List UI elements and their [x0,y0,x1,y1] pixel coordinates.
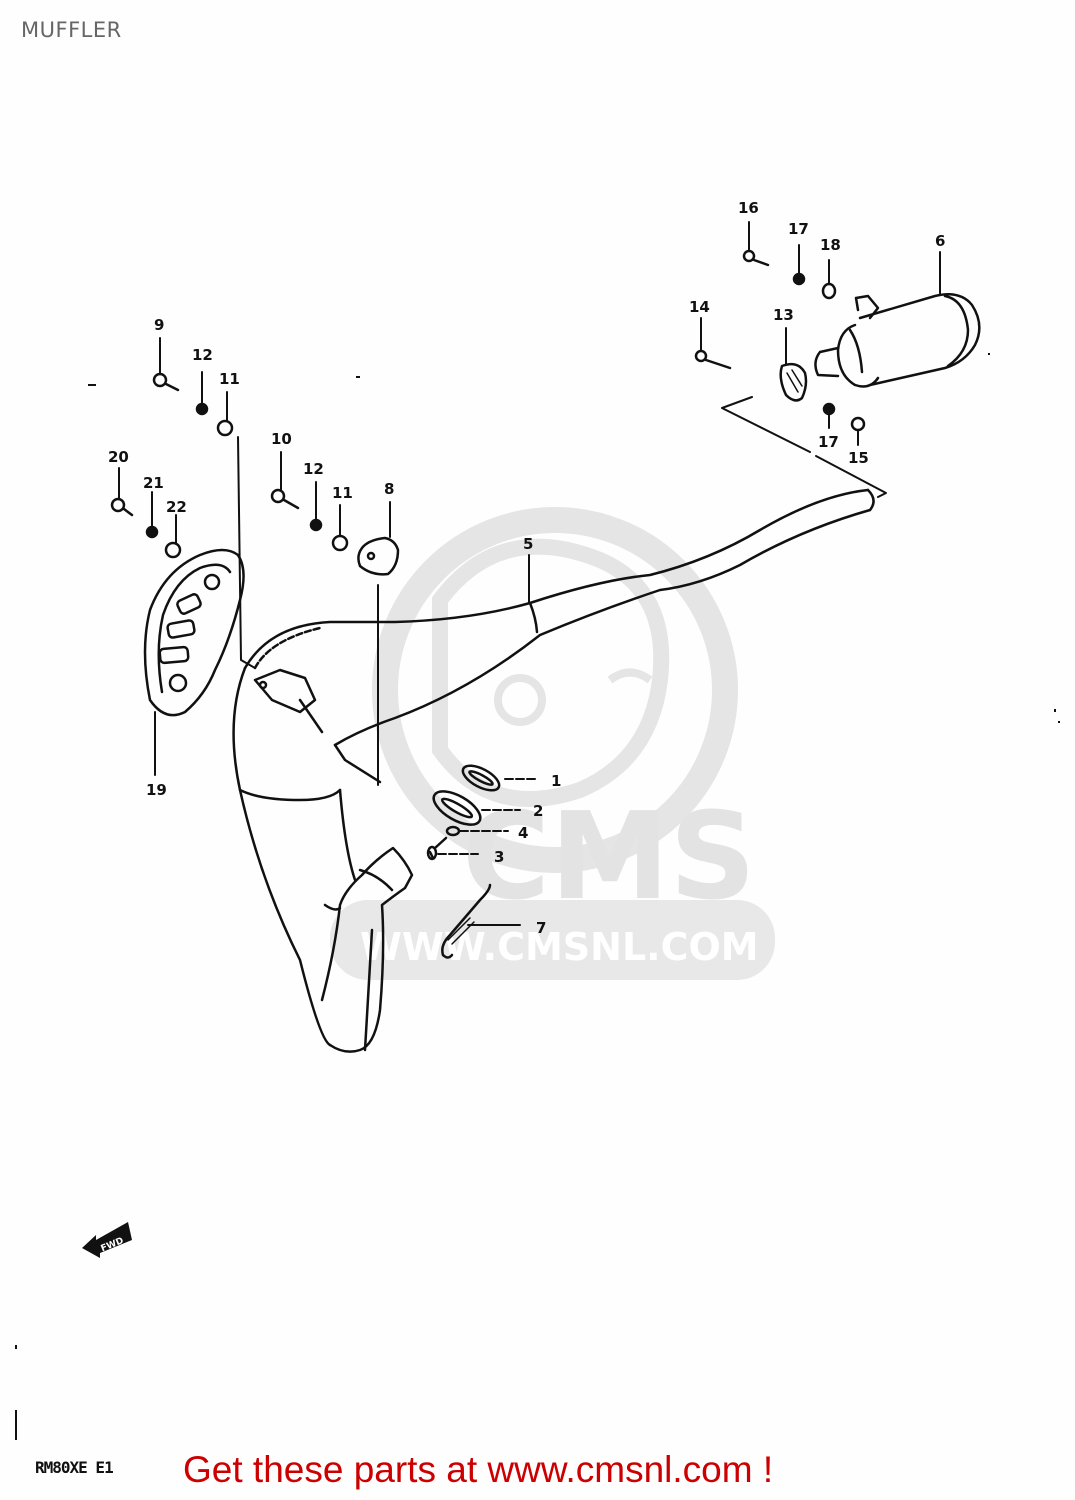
nut-part-17-top [792,272,806,286]
callout-4: 4 [518,824,528,842]
model-code: RM80XE E1 [35,1458,114,1477]
nut-part-17-bottom [822,402,836,416]
callout-17b: 17 [818,433,839,451]
callout-12b: 12 [303,460,324,478]
gasket-part-1 [461,764,501,792]
bolt-part-20 [110,497,134,517]
silencer-part-6 [814,293,981,388]
washer-part-11b [331,534,349,552]
clamp-part-13 [779,362,808,402]
gasket-part-2 [432,790,482,826]
callout-12a: 12 [192,346,213,364]
callout-labels: 1 2 3 4 5 6 7 8 9 10 11 11 12 12 13 14 1… [108,199,945,937]
expansion-chamber-part-5 [232,488,875,1053]
callout-22: 22 [166,498,187,516]
front-direction-arrow-icon: FWD [82,1222,132,1258]
heat-shield-part-19 [143,548,245,717]
nut-part-12a [195,402,209,416]
callout-14: 14 [689,298,710,316]
callout-2: 2 [533,802,543,820]
bolt-part-14 [694,349,732,370]
washer-part-11a [216,419,234,437]
callout-10: 10 [271,430,292,448]
nut-part-12b [309,518,323,532]
bolt-part-3 [426,836,448,861]
callout-5: 5 [523,535,533,553]
bolt-part-9 [152,372,180,392]
callout-11b: 11 [332,484,353,502]
scan-marks [15,353,1060,1440]
callout-3: 3 [494,848,504,866]
callout-16: 16 [738,199,759,217]
bracket-part-8 [357,536,400,576]
nut-part-21 [145,525,159,539]
bolt-part-10 [270,488,300,510]
watermark-brand: CMS [462,788,756,927]
callout-6: 6 [935,232,945,250]
leader-lines [118,221,941,926]
callout-7: 7 [536,919,546,937]
washer-part-15 [850,416,866,432]
callout-18: 18 [820,236,841,254]
callout-15: 15 [848,449,869,467]
callout-19: 19 [146,781,167,799]
callout-13: 13 [773,306,794,324]
bolt-part-16 [742,249,770,267]
callout-9: 9 [154,316,164,334]
washer-part-18 [821,282,837,300]
cms-watermark: CMS WWW.CMSNL.COM [330,507,775,980]
get-parts-link[interactable]: Get these parts at www.cmsnl.com ! [183,1449,774,1490]
callout-21: 21 [143,474,164,492]
washer-part-22 [164,541,182,559]
callout-20: 20 [108,448,129,466]
callout-17a: 17 [788,220,809,238]
page-title: MUFFLER [21,18,122,42]
watermark-url: WWW.CMSNL.COM [360,925,759,969]
callout-8: 8 [384,480,394,498]
callout-11a: 11 [219,370,240,388]
callout-1: 1 [551,772,561,790]
